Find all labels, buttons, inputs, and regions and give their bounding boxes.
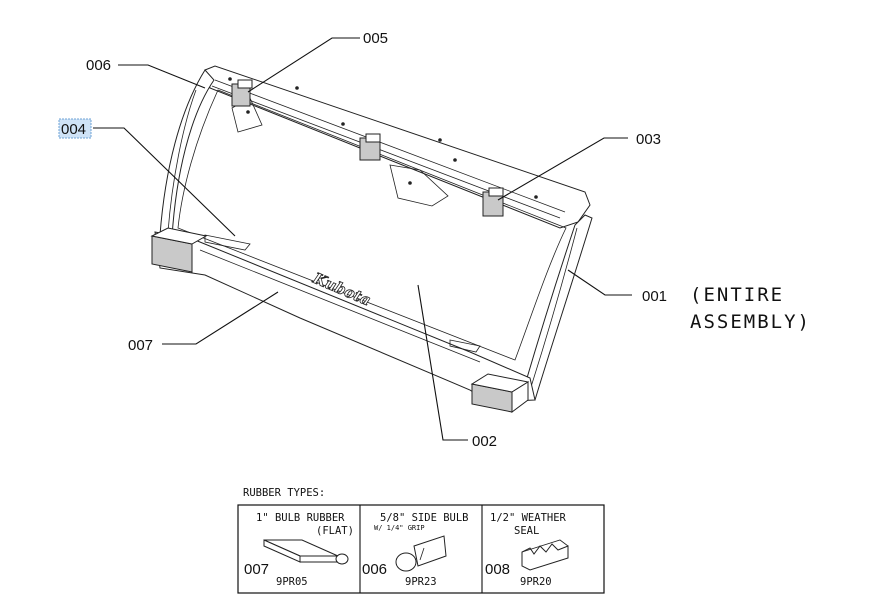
callout-001: 001 [642, 288, 667, 305]
callout-004-highlight [58, 118, 92, 139]
leader-lines [93, 37, 632, 441]
rubber-type-006: 5/8" SIDE BULB W/ 1/4" GRIP 006 9PR23 [362, 512, 469, 588]
rubber-type-007: 1" BULB RUBBER (FLAT) 007 9PR05 [244, 512, 354, 588]
rubber-type-label-line1: 1/2" WEATHER [490, 512, 567, 524]
rubber-types-legend: RUBBER TYPES: 1" BULB RUBBER (FLAT) 007 … [237, 487, 605, 594]
rubber-type-part-number: 9PR05 [276, 576, 308, 588]
rubber-type-part-number: 9PR20 [520, 576, 552, 588]
windshield-assembly: Kubota [150, 65, 593, 413]
rubber-type-label-line2: (FLAT) [316, 525, 354, 537]
rubber-type-part-number: 9PR23 [405, 576, 437, 588]
hinge-center [359, 133, 381, 161]
callout-002: 002 [472, 433, 497, 450]
bulb-rubber-flat-profile [263, 539, 349, 565]
rubber-type-label-line1: 1" BULB RUBBER [256, 512, 345, 524]
callout-007: 007 [128, 337, 153, 354]
callout-labels: 005 006 004 003 001 (ENTIRE ASSEMBLY) 00… [58, 30, 811, 450]
rubber-type-id: 008 [485, 561, 510, 578]
callout-004[interactable]: 004 [61, 121, 86, 138]
rubber-type-label-line1: 5/8" SIDE BULB [380, 512, 469, 524]
top-header-panel [204, 65, 591, 229]
callout-001-desc-line2: ASSEMBLY) [690, 311, 811, 333]
bottom-frame [154, 231, 536, 401]
callout-005: 005 [363, 30, 388, 47]
side-bulb-profile [395, 535, 447, 572]
glass-panel [177, 89, 567, 361]
right-post [521, 214, 593, 401]
rubber-types-title: RUBBER TYPES: [243, 487, 325, 499]
callout-001-desc-line1: (ENTIRE [690, 284, 784, 306]
rubber-type-label-line2: SEAL [514, 525, 539, 537]
rubber-type-id: 007 [244, 561, 269, 578]
rubber-type-sub-label: W/ 1/4" GRIP [374, 524, 425, 532]
weather-seal-profile [521, 539, 569, 571]
callout-003: 003 [636, 131, 661, 148]
hinge-right [482, 187, 504, 217]
hinge-left [231, 79, 253, 107]
header-bolts [228, 77, 538, 199]
callout-006: 006 [86, 57, 111, 74]
rubber-type-008: 1/2" WEATHER SEAL 008 9PR20 [485, 512, 569, 588]
left-post [159, 69, 215, 238]
rubber-type-id: 006 [362, 561, 387, 578]
